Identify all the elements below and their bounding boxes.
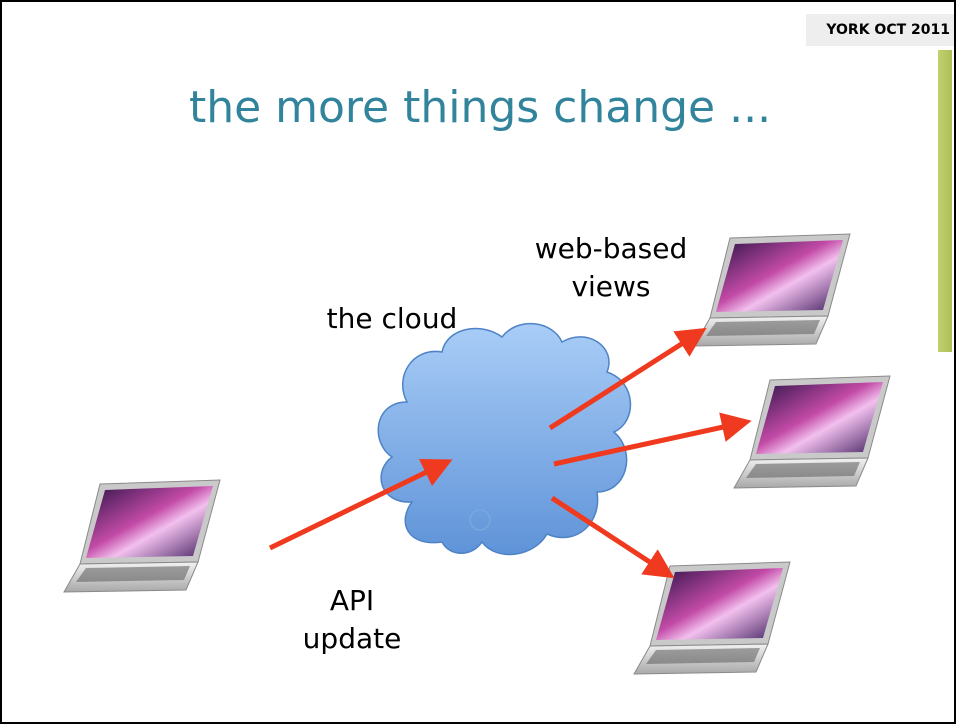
api-update-label-line2: update (302, 621, 402, 655)
api-update-label: API update (282, 582, 422, 658)
arrow-cloud-to-top (548, 327, 707, 431)
laptop-icon (733, 375, 891, 489)
arrow-cloud-to-right (553, 412, 752, 467)
api-update-label-line1: API (329, 584, 375, 617)
cloud-shape (377, 323, 632, 556)
laptop-icon (693, 233, 851, 347)
arrow-cloud-to-bottom (550, 495, 675, 579)
web-views-label-line1: web-based (534, 232, 688, 265)
laptop-icon (633, 561, 791, 675)
header-tag-text: YORK OCT 2011 (826, 22, 950, 38)
laptop-icon (63, 479, 221, 593)
slide-title: the more things change ... (188, 82, 772, 133)
web-views-label-line2: views (571, 269, 651, 303)
arrow-api-to-cloud (268, 459, 453, 551)
header-tag: YORK OCT 2011 (806, 14, 954, 46)
web-views-label: web-based views (506, 230, 716, 306)
accent-bar (938, 50, 952, 352)
cloud-label: the cloud (326, 302, 458, 335)
